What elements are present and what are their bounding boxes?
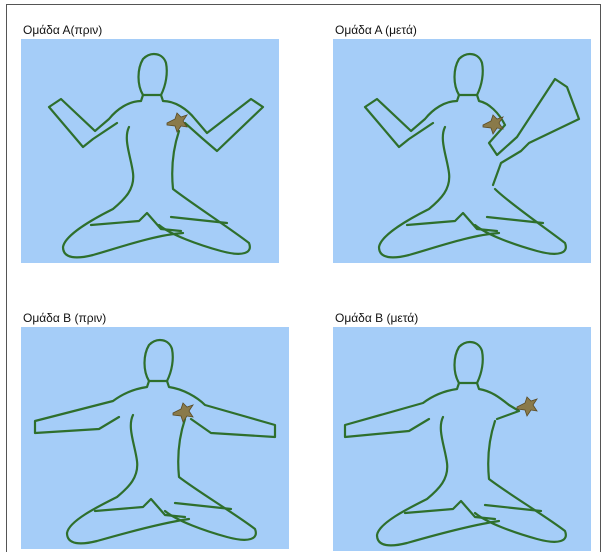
panel-label-a-after: Ομάδα Α (μετά)	[335, 23, 417, 37]
document-frame: Ομάδα Α(πριν) Ομάδα Α (μετά)	[6, 4, 601, 552]
figure-a-before	[21, 39, 279, 263]
dragon-icon	[167, 113, 187, 132]
panel-label-b-before: Ομάδα Β (πριν)	[23, 311, 106, 325]
figure-b-before	[21, 327, 289, 549]
figure-panel-b-before	[21, 327, 289, 549]
panel-label-a-before: Ομάδα Α(πριν)	[23, 23, 102, 37]
figure-panel-a-before	[21, 39, 279, 263]
figure-a-after	[333, 39, 591, 263]
figure-panel-b-after	[333, 327, 591, 551]
panel-label-b-after: Ομάδα Β (μετά)	[335, 311, 418, 325]
dragon-icon	[517, 397, 537, 416]
figure-panel-a-after	[333, 39, 591, 263]
figure-b-after	[333, 327, 591, 551]
